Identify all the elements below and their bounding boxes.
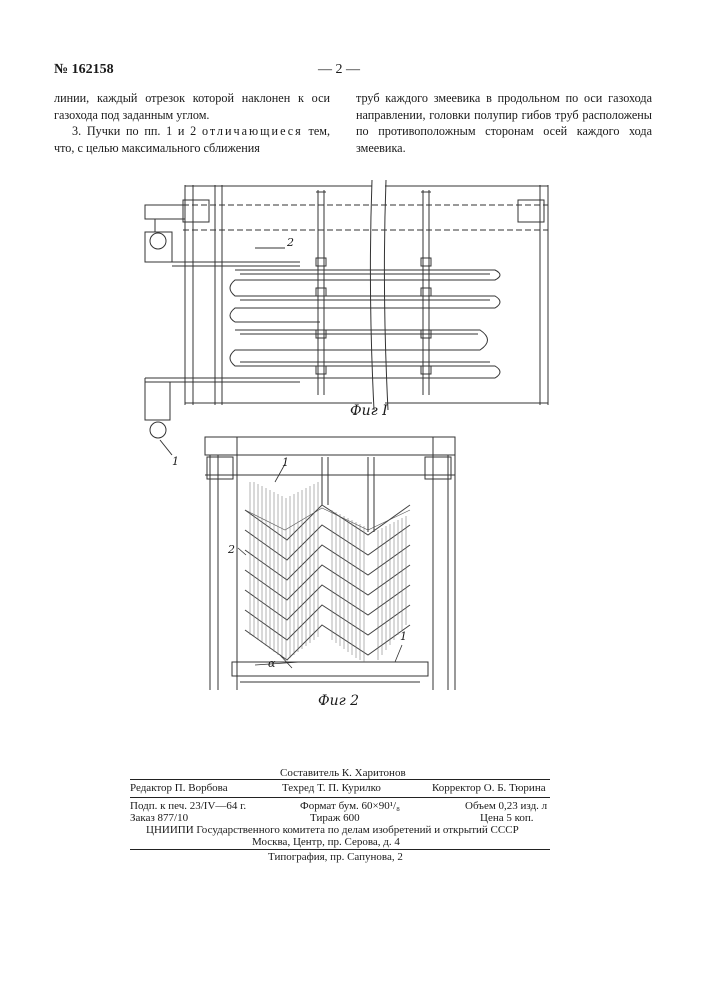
fig2-callout-1-top: 1	[282, 456, 289, 469]
fig2-callout-1-bottom: 1	[400, 630, 407, 643]
footer-editor: Редактор П. Ворбова	[130, 782, 228, 795]
figure-2-label: Фиг 2	[318, 693, 359, 709]
fig2-callout-2: 2	[228, 543, 235, 556]
footer-rule-middle	[130, 797, 550, 798]
footer-rule-bottom	[130, 849, 550, 850]
figure-2-drawing	[0, 0, 707, 700]
footer-rule-top	[130, 779, 550, 780]
footer-corrector: Корректор О. Б. Тюрина	[432, 782, 546, 795]
footer-typography: Типография, пр. Сапунова, 2	[268, 851, 403, 864]
angle-alpha-label: α	[268, 657, 275, 670]
footer-org-line-2: Москва, Центр, пр. Серова, д. 4	[252, 836, 400, 849]
footer-techred: Техред Т. П. Курилко	[282, 782, 381, 795]
